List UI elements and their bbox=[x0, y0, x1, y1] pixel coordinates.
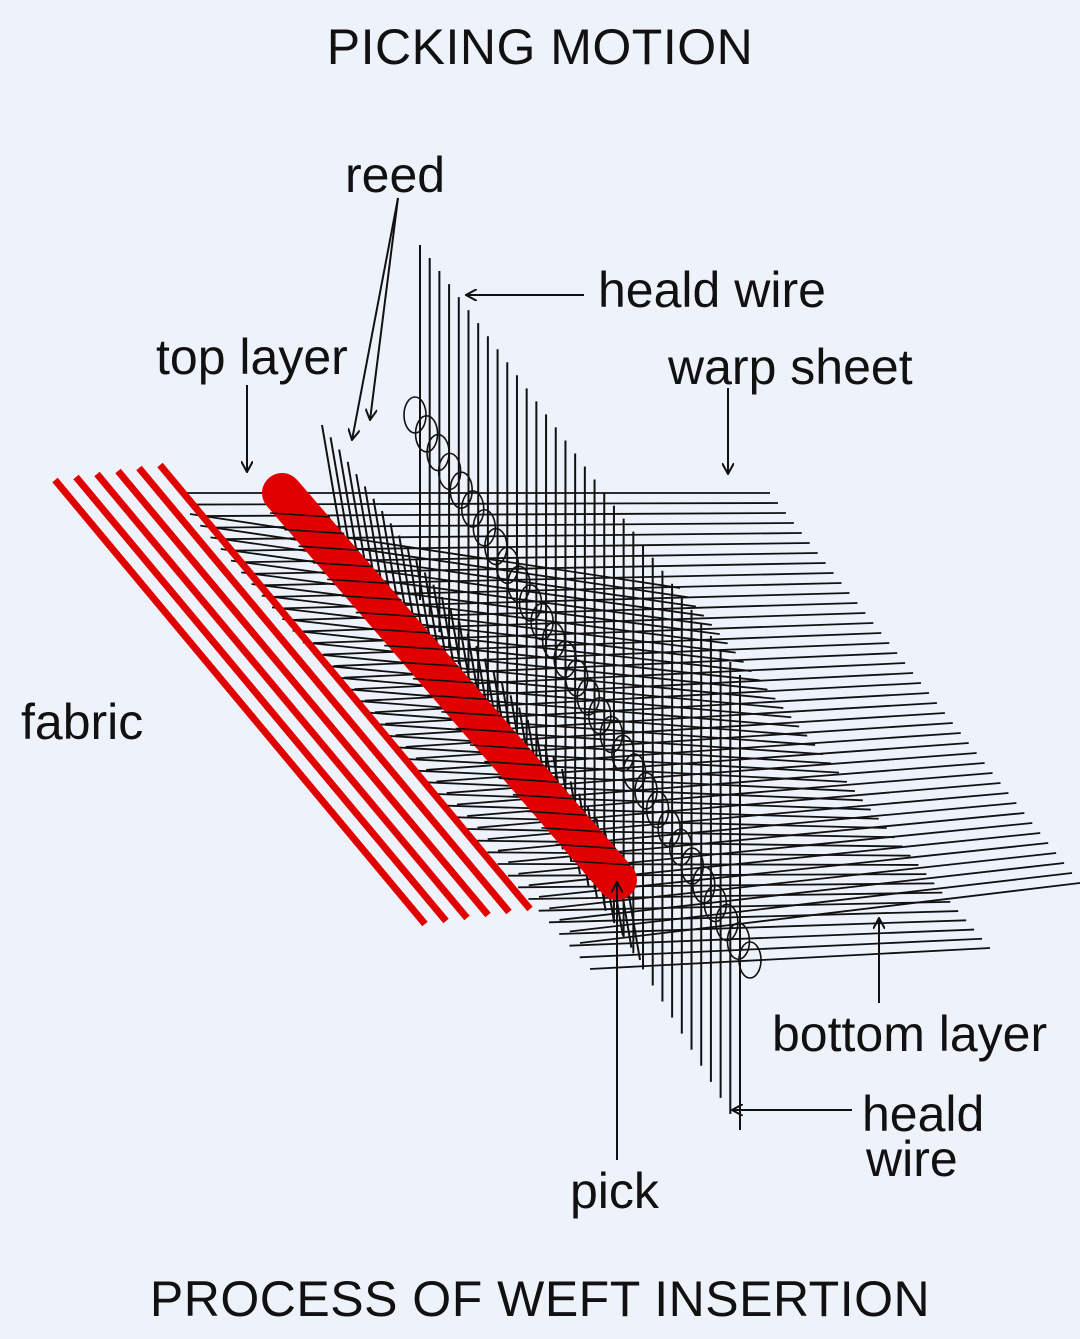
warp-over-pick bbox=[441, 711, 502, 717]
heald-eye bbox=[414, 414, 439, 453]
reed-wire bbox=[346, 461, 367, 568]
warp-over-pick bbox=[498, 777, 559, 783]
warp-over-pick bbox=[369, 628, 431, 634]
heald-wire-bottom-label-line1: heald bbox=[862, 1086, 985, 1142]
warp-thread-bottom bbox=[354, 699, 808, 737]
warp-thread-bottom bbox=[538, 900, 951, 912]
warp-thread-bottom bbox=[589, 947, 991, 970]
warp-over-pick bbox=[512, 793, 573, 800]
fabric-weft-thread bbox=[52, 477, 428, 927]
warp-thread-bottom bbox=[518, 882, 935, 889]
heald-eye bbox=[460, 490, 485, 528]
warp-thread-bottom bbox=[374, 723, 824, 756]
warp-over-pick bbox=[527, 810, 588, 817]
warp-over-pick bbox=[312, 561, 373, 568]
heald-eye bbox=[403, 396, 427, 434]
heald-wire-top-label: heald wire bbox=[598, 262, 826, 318]
warp-thread-top bbox=[559, 862, 1065, 921]
warp-thread-top bbox=[569, 872, 1073, 933]
warp-over-pick bbox=[384, 644, 445, 651]
warp-thread-bottom bbox=[477, 839, 903, 848]
top-layer-label: top layer bbox=[156, 329, 348, 385]
warp-over-pick bbox=[284, 528, 345, 535]
warp-thread-bottom bbox=[210, 536, 697, 608]
warp-thread-bottom bbox=[415, 769, 855, 792]
warp-thread-bottom bbox=[579, 937, 983, 959]
warp-over-pick bbox=[469, 744, 531, 750]
warp-over-pick bbox=[455, 727, 516, 734]
fabric-weft-thread bbox=[157, 462, 533, 912]
warp-thread-bottom bbox=[548, 910, 959, 924]
warp-thread-bottom bbox=[559, 919, 967, 935]
diagram-title: PICKING MOTION bbox=[326, 19, 754, 75]
warp-thread-bottom bbox=[200, 524, 689, 599]
reed-pointer-2 bbox=[370, 197, 399, 420]
heald-eye bbox=[715, 903, 739, 942]
warp-over-pick bbox=[569, 860, 631, 866]
warp-thread-bottom bbox=[312, 653, 776, 700]
reed-pointer-1 bbox=[352, 197, 399, 440]
warp-sheet-label: warp sheet bbox=[668, 339, 913, 395]
pick-thread bbox=[262, 473, 637, 900]
bottom-layer-label: bottom layer bbox=[772, 1006, 1048, 1062]
warp-sheet-bottom-layer bbox=[189, 513, 991, 970]
warp-over-pick bbox=[298, 545, 359, 551]
fabric-weft-thread bbox=[73, 474, 449, 924]
warp-over-pick bbox=[341, 595, 402, 601]
warp-thread-bottom bbox=[487, 851, 911, 857]
warp-over-pick bbox=[269, 512, 331, 518]
fabric-label: fabric bbox=[21, 694, 144, 750]
fabric-weft-thread bbox=[115, 468, 491, 918]
warp-thread-bottom bbox=[302, 641, 768, 691]
warp-over-pick bbox=[555, 843, 616, 850]
fabric-picks bbox=[52, 462, 533, 927]
warp-over-pick bbox=[398, 661, 459, 667]
fabric-weft-thread bbox=[94, 471, 470, 921]
inserted-pick bbox=[262, 473, 637, 900]
warp-thread-bottom bbox=[333, 676, 792, 719]
warp-thread-bottom bbox=[323, 664, 784, 709]
warp-thread-bottom bbox=[425, 781, 863, 802]
pick-label: pick bbox=[570, 1163, 659, 1219]
reed-wire bbox=[363, 486, 384, 592]
reed-wire bbox=[338, 449, 359, 555]
fabric-weft-thread bbox=[136, 465, 512, 915]
warp-over-pick bbox=[541, 827, 602, 833]
heald-wire-bottom-label-line2: wire bbox=[866, 1131, 958, 1187]
reed-label: reed bbox=[345, 147, 446, 203]
heald-eye bbox=[588, 696, 612, 735]
warp-over-pick bbox=[484, 760, 545, 767]
warp-over-pick bbox=[355, 611, 416, 618]
label-pointers bbox=[247, 197, 879, 1160]
warp-thread-bottom bbox=[343, 688, 800, 728]
warp-over-pick bbox=[427, 694, 488, 701]
warp-thread-top bbox=[579, 882, 1080, 944]
reed-wire bbox=[329, 437, 350, 543]
warp-over-pick bbox=[327, 578, 388, 585]
heald-eyes bbox=[403, 396, 762, 979]
reed-wire bbox=[355, 473, 376, 580]
heald-eye bbox=[738, 941, 762, 979]
reed-wire bbox=[321, 424, 341, 531]
diagram-subtitle: PROCESS OF WEFT INSERTION bbox=[149, 1271, 931, 1327]
warp-over-pick bbox=[412, 677, 473, 684]
